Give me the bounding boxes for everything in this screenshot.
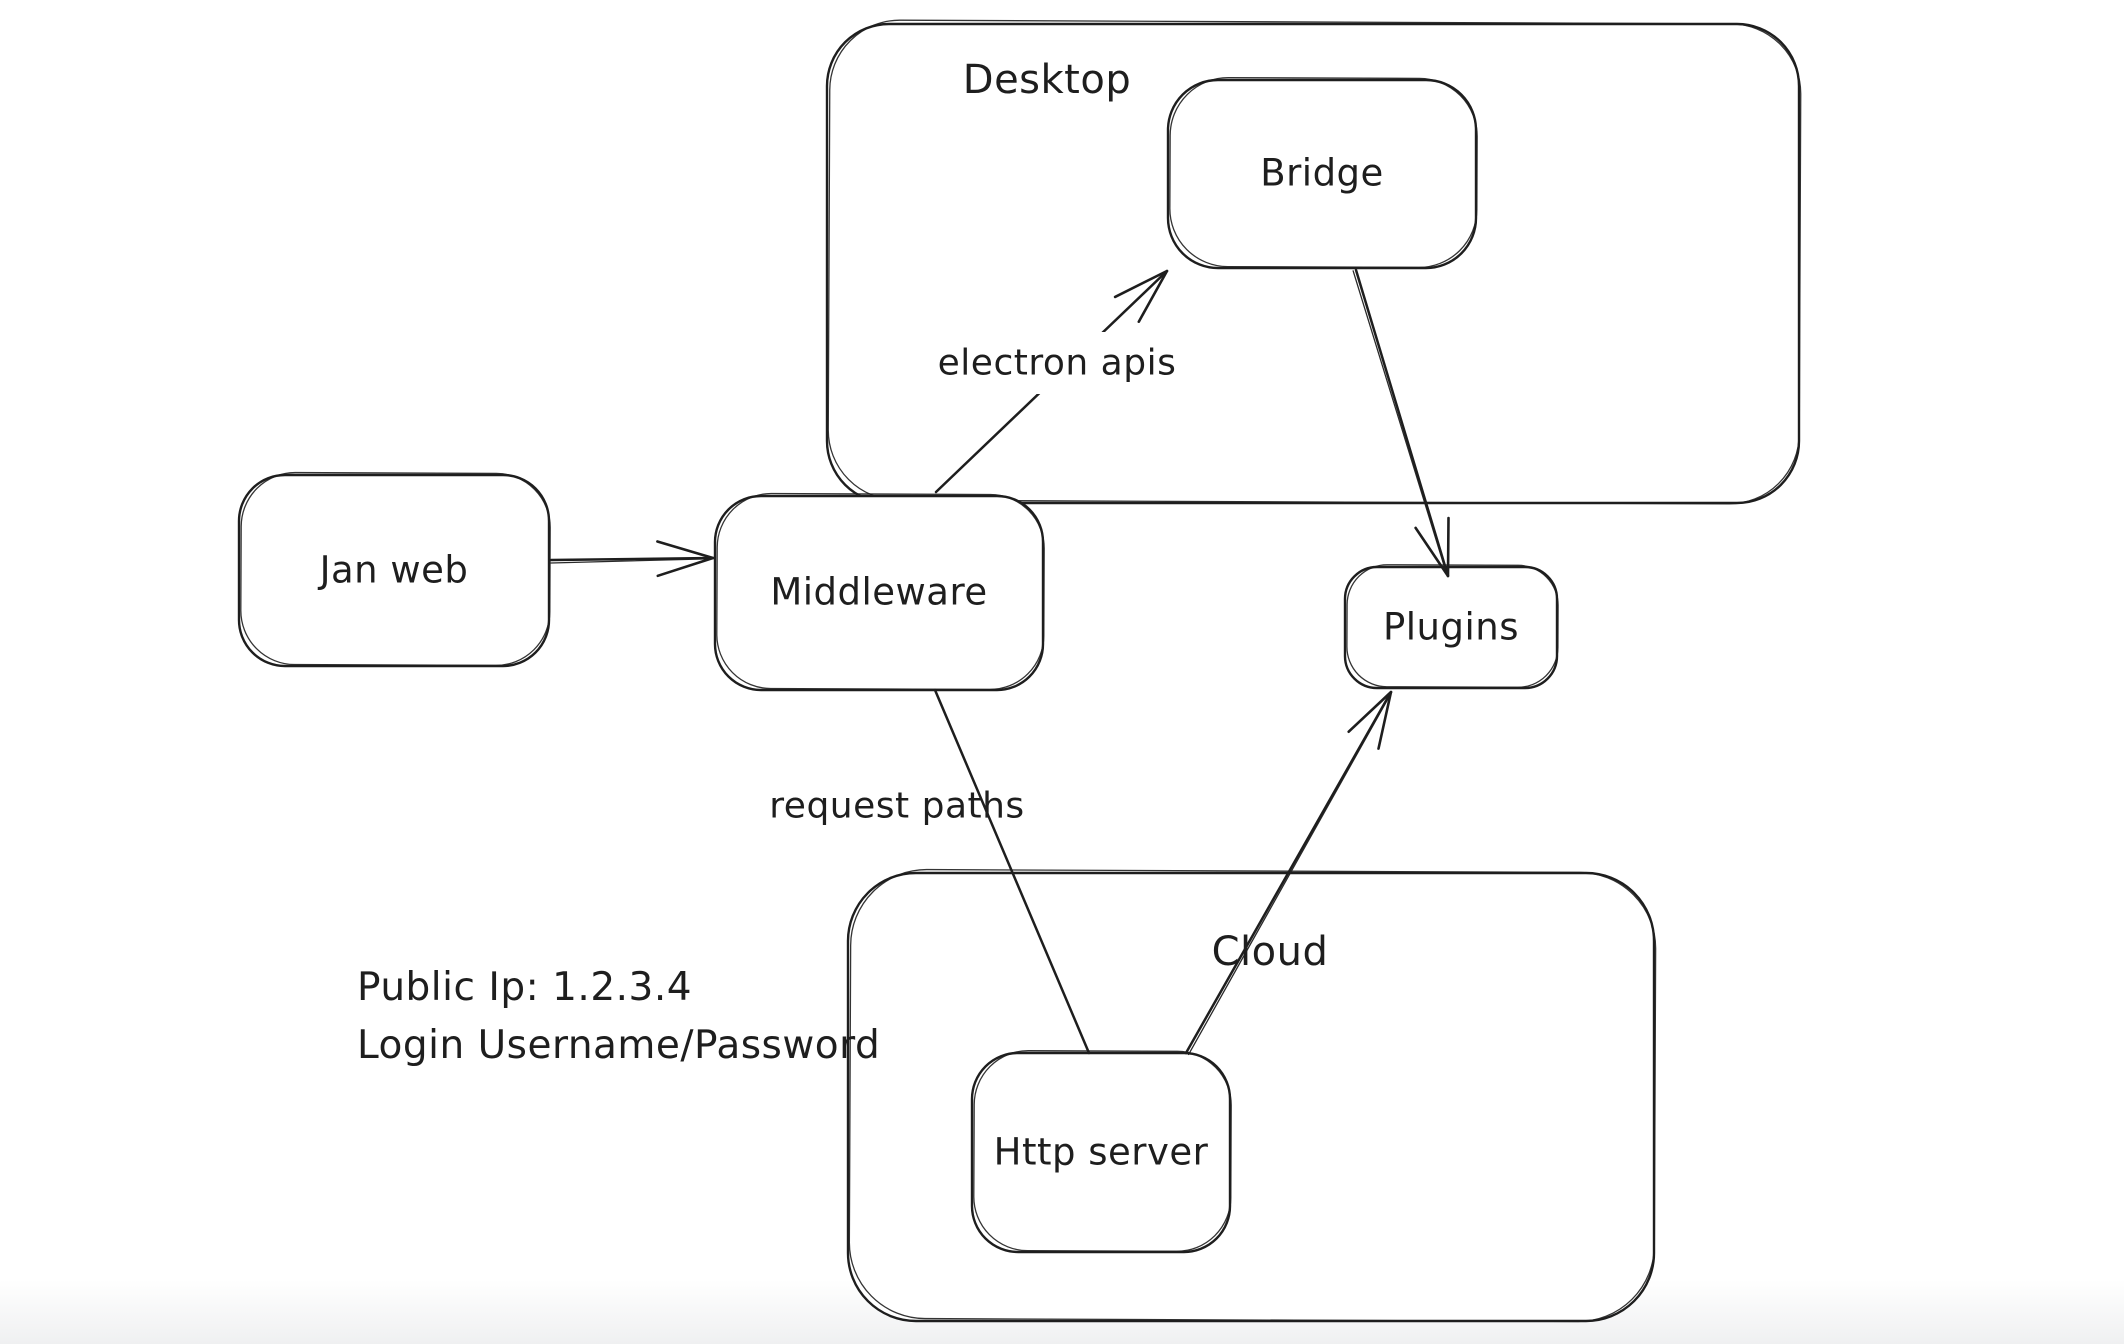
- middleware-to-bridge-label[interactable]: electron apis: [938, 343, 1177, 384]
- annotation-line-2[interactable]: Login Username/Password: [357, 1023, 880, 1068]
- desktop-label: Desktop: [963, 57, 1131, 103]
- bridge-to-plugins-line-sketch-echo: [1352, 270, 1448, 577]
- cloud-label: Cloud: [1212, 929, 1329, 975]
- edge-middleware-to-http-server[interactable]: request paths: [769, 688, 1091, 1055]
- node-http-server[interactable]: Http server: [970, 1050, 1232, 1254]
- http-server-to-plugins-line-sketch-echo: [1187, 691, 1393, 1056]
- bridge-to-plugins-arrowhead: [1414, 516, 1450, 578]
- bridge-label: Bridge: [1260, 152, 1384, 195]
- middleware-label: Middleware: [770, 571, 987, 614]
- edge-http-server-to-plugins[interactable]: [1184, 690, 1393, 1056]
- plugins-shape-sketch-echo: [1346, 564, 1559, 688]
- bridge-shape-sketch-echo: [1169, 76, 1478, 269]
- node-bridge[interactable]: Bridge: [1166, 76, 1478, 270]
- jan-web-shape-sketch-echo: [240, 471, 551, 667]
- edge-bridge-to-plugins[interactable]: [1352, 268, 1450, 578]
- plugins-label: Plugins: [1383, 606, 1519, 649]
- annotation-line-1[interactable]: Public Ip: 1.2.3.4: [357, 965, 692, 1010]
- bridge-shape[interactable]: [1166, 78, 1478, 270]
- http-server-to-plugins-arrowhead: [1347, 690, 1393, 750]
- edge-jan-web-to-middleware[interactable]: [549, 540, 715, 578]
- middleware-to-bridge-arrowhead: [1113, 269, 1169, 323]
- jan-web-to-middleware-line-sketch-echo: [550, 558, 714, 564]
- http-server-shape-sketch-echo: [973, 1050, 1232, 1252]
- middleware-to-http-server-line[interactable]: [933, 688, 1091, 1055]
- jan-web-label: Jan web: [318, 549, 469, 592]
- middleware-to-http-server-label[interactable]: request paths: [769, 786, 1024, 827]
- edge-middleware-to-bridge[interactable]: electron apis: [919, 269, 1195, 494]
- middleware-to-bridge-label-bg: [919, 332, 1195, 394]
- plugins-shape[interactable]: [1343, 565, 1559, 690]
- node-middleware[interactable]: Middleware: [713, 492, 1045, 692]
- cloud-shape-sketch-echo: [848, 868, 1657, 1323]
- bridge-to-plugins-line[interactable]: [1354, 268, 1450, 578]
- http-server-label: Http server: [994, 1131, 1209, 1174]
- jan-web-shape[interactable]: [237, 473, 551, 668]
- node-plugins[interactable]: Plugins: [1343, 564, 1559, 690]
- node-jan-web[interactable]: Jan web: [237, 471, 551, 668]
- middleware-shape[interactable]: [713, 494, 1045, 692]
- middleware-shape-sketch-echo: [716, 492, 1045, 691]
- http-server-shape[interactable]: [970, 1051, 1232, 1254]
- http-server-to-plugins-line[interactable]: [1184, 690, 1393, 1055]
- desktop-shape-sketch-echo: [827, 19, 1802, 505]
- jan-web-to-middleware-line[interactable]: [549, 556, 715, 562]
- jan-web-to-middleware-arrowhead: [656, 540, 715, 578]
